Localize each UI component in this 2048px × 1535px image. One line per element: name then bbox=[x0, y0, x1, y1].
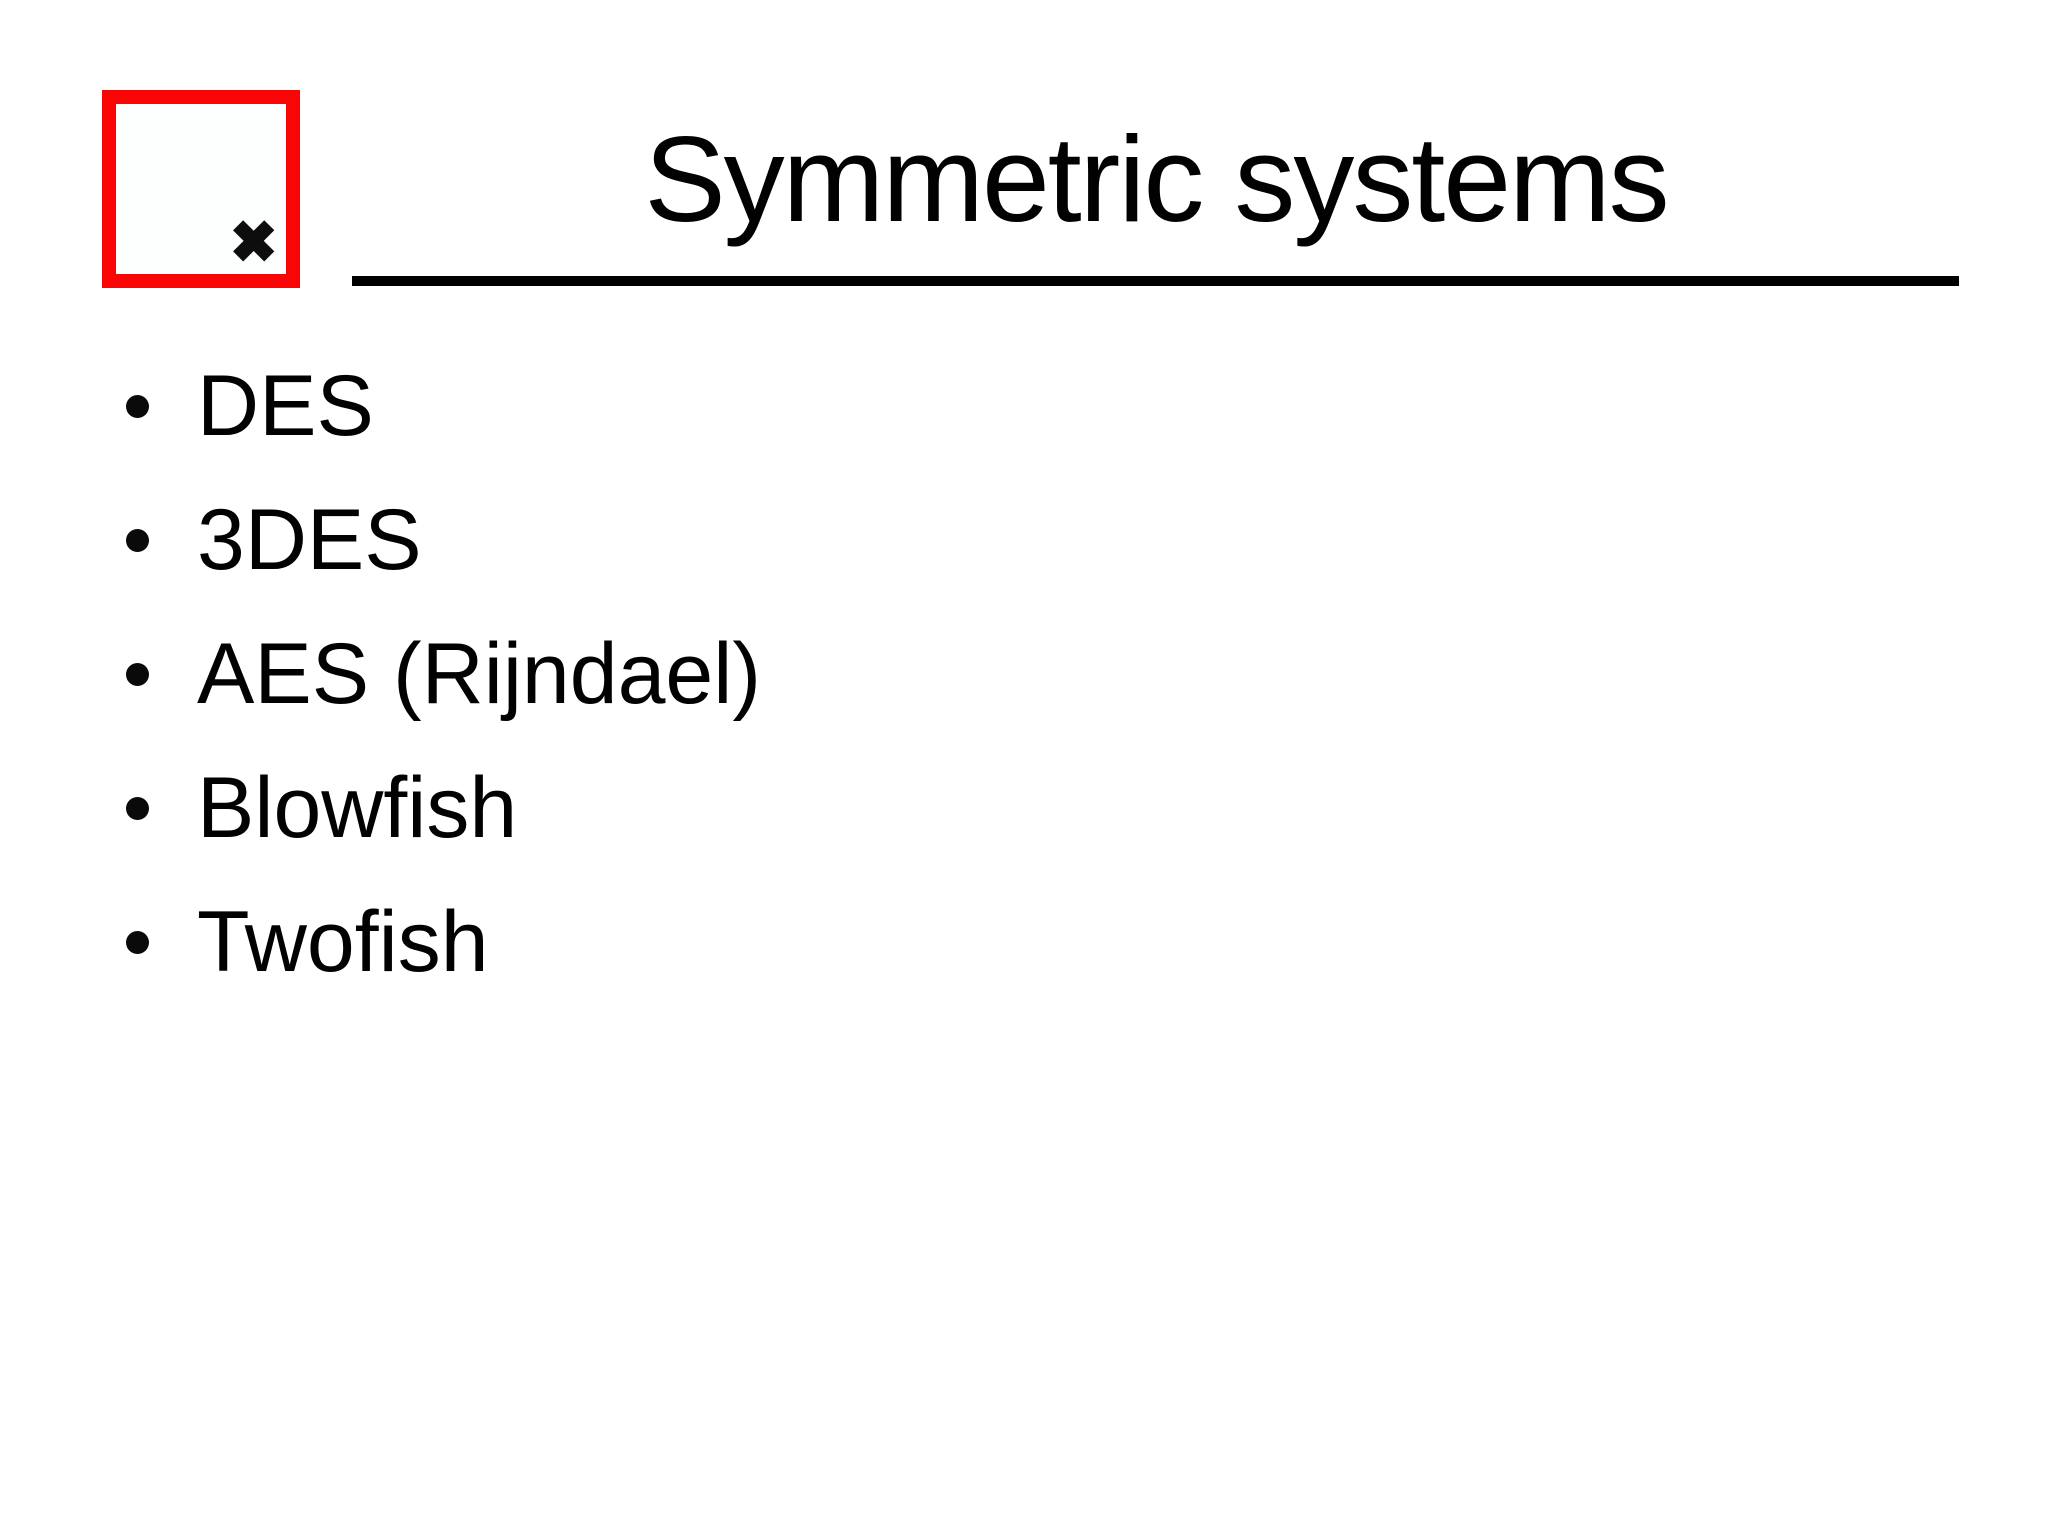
bullet-item: DES bbox=[126, 339, 761, 473]
x-mark-icon: ✖ bbox=[229, 210, 278, 275]
bullet-item: Blowfish bbox=[126, 741, 761, 875]
bullet-text: Blowfish bbox=[197, 760, 518, 856]
bullet-dot bbox=[126, 662, 149, 686]
bullet-text: AES (Rijndael) bbox=[197, 626, 761, 722]
bullet-dot bbox=[126, 930, 149, 954]
title-underline bbox=[352, 276, 1959, 286]
bullet-text: Twofish bbox=[197, 894, 489, 990]
bullet-item: AES (Rijndael) bbox=[126, 607, 761, 741]
slide-logo-box: ✖ bbox=[102, 90, 300, 288]
bullet-dot bbox=[126, 394, 149, 418]
bullet-item: 3DES bbox=[126, 473, 761, 607]
slide-title: Symmetric systems bbox=[644, 111, 1669, 247]
bullet-text: DES bbox=[197, 358, 374, 454]
bullet-dot bbox=[126, 796, 149, 820]
bullet-item: Twofish bbox=[126, 875, 761, 1009]
bullet-text: 3DES bbox=[197, 492, 422, 588]
bullet-list: DES 3DES AES (Rijndael) Blowfish Twofish bbox=[126, 339, 761, 1009]
bullet-dot bbox=[126, 528, 149, 552]
